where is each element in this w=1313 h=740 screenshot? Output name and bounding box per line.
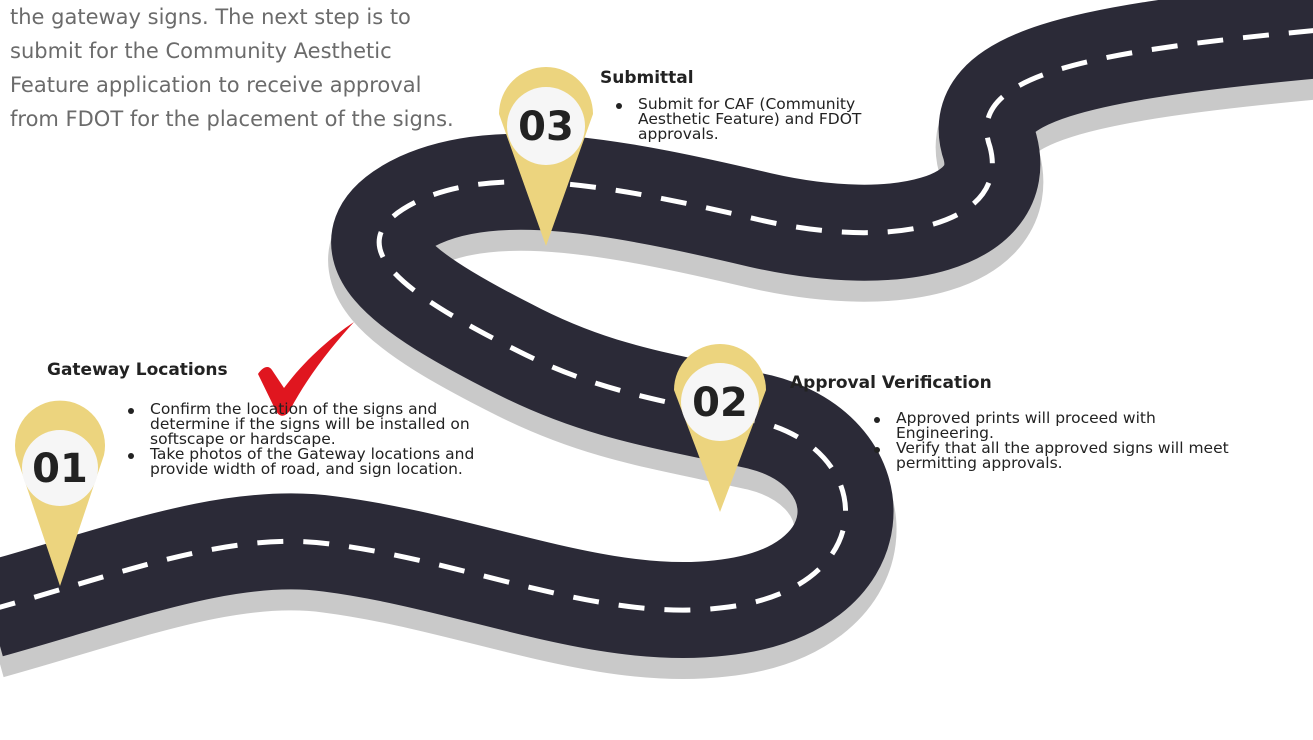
pin-03-inner [507, 87, 585, 165]
step-02-bullets: Approved prints will proceed with Engine… [870, 410, 1230, 471]
road-center-dashes [0, 28, 1313, 613]
pin-01-number: 01 [32, 446, 88, 492]
step-02-bullet: Verify that all the approved signs will … [870, 440, 1230, 471]
intro-line: Feature application to receive approval [10, 73, 422, 97]
intro-line: submit for the Community Aesthetic [10, 39, 392, 63]
map-pin-icon: 03 [499, 67, 593, 246]
pin-02-number: 02 [692, 380, 748, 426]
map-pin-icon: 01 [15, 400, 105, 586]
step-02-title: Approval Verification [790, 373, 992, 393]
map-pin-icon: 02 [674, 344, 766, 512]
intro-line: from FDOT for the placement of the signs… [10, 107, 454, 131]
step-01-bullets: Confirm the location of the signs and de… [124, 401, 514, 477]
step-03-bullet: Submit for CAF (Community Aesthetic Feat… [612, 96, 932, 142]
step-01-bullet: Confirm the location of the signs and de… [124, 401, 514, 447]
step-01-title: Gateway Locations [47, 360, 228, 380]
step-03-bullets: Submit for CAF (Community Aesthetic Feat… [612, 96, 932, 142]
pin-03-number: 03 [518, 104, 574, 150]
intro-line: the gateway signs. The next step is to [10, 5, 411, 29]
step-03-title: Submittal [600, 68, 694, 88]
check-mark-icon [258, 322, 354, 416]
step-01-bullet: Take photos of the Gateway locations and… [124, 446, 514, 477]
step-02-bullet: Approved prints will proceed with Engine… [870, 410, 1230, 441]
intro-paragraph: the gateway signs. The next step is to s… [10, 0, 490, 136]
pin-01-inner [22, 430, 98, 506]
pin-02-inner [681, 363, 759, 441]
